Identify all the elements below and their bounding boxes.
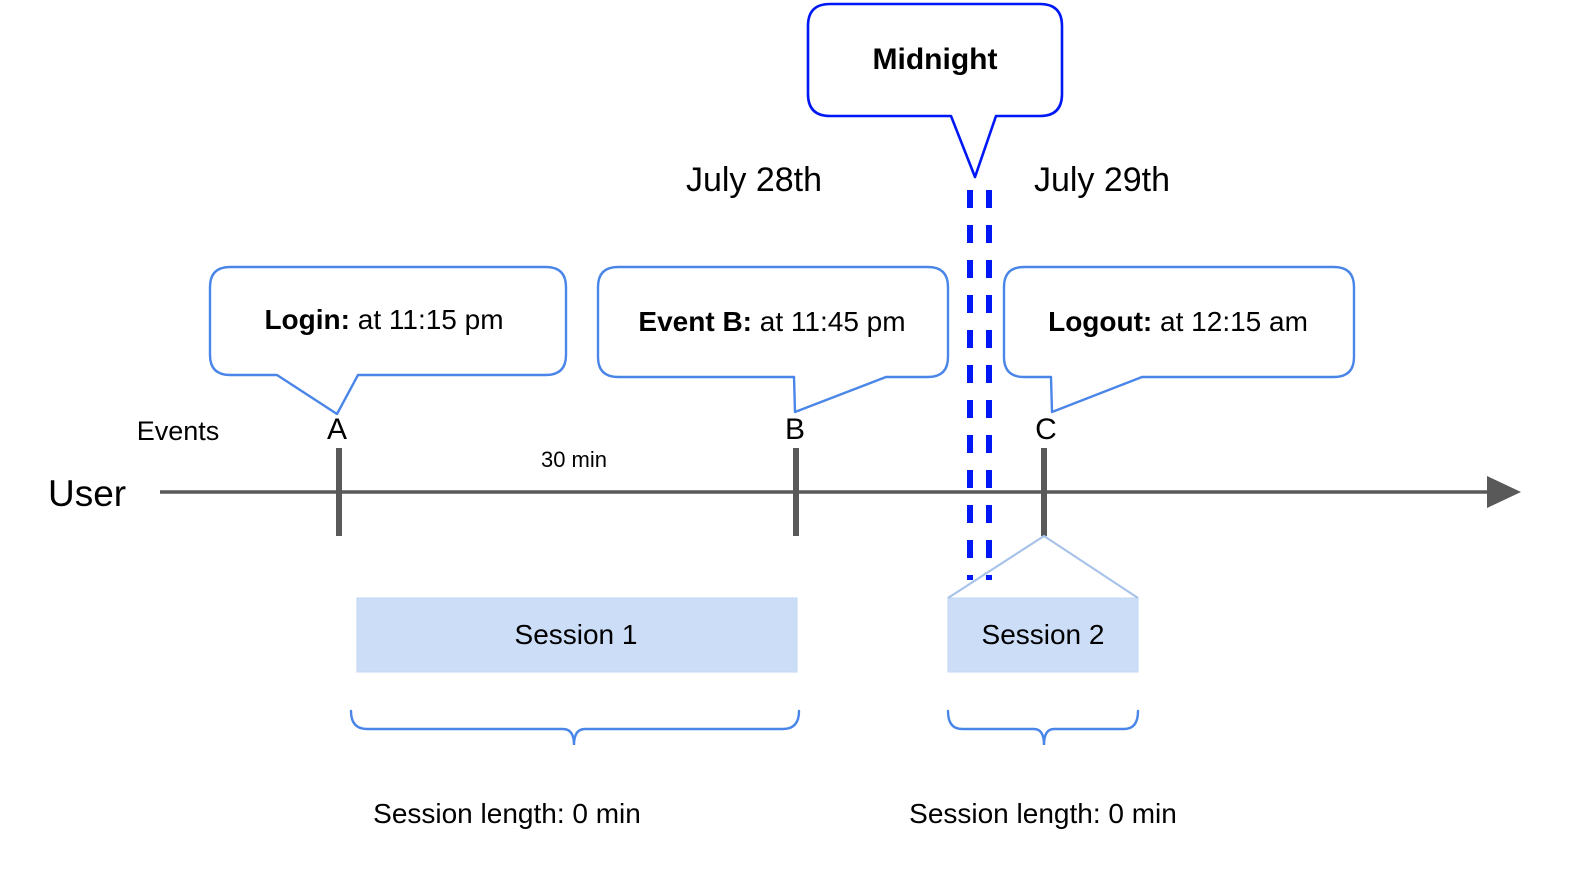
eventb-callout-rest: at 11:45 pm: [752, 306, 906, 337]
login-callout-shape: [208, 265, 568, 416]
logout-callout-bold: Logout:: [1048, 306, 1153, 337]
event-marker-c: C: [1035, 413, 1057, 446]
events-row-label: Events: [136, 416, 220, 446]
session-2-length-label: Session length: 0 min: [909, 798, 1177, 829]
login-callout-text: Login: at 11:15 pm: [264, 306, 503, 334]
eventb-callout-text: Event B: at 11:45 pm: [638, 308, 905, 336]
event-marker-a: A: [326, 413, 348, 446]
login-callout-bold: Login:: [264, 304, 350, 335]
login-callout-rest: at 11:15 pm: [349, 304, 504, 335]
logout-callout-rest: at 12:15 am: [1152, 306, 1308, 337]
date-label-july-28: July 28th: [685, 161, 823, 199]
logout-callout-shape: [1002, 265, 1356, 414]
logout-callout-text: Logout: at 12:15 am: [1048, 308, 1308, 336]
midnight-dashed-lines: [967, 190, 992, 580]
session-1-length-label: Session length: 0 min: [373, 798, 641, 829]
eventb-callout-bold: Event B:: [638, 306, 752, 337]
event-marker-b: B: [784, 413, 806, 446]
session-1-brace: [349, 709, 801, 746]
midnight-callout-shape: [806, 2, 1064, 179]
session-2-label: Session 2: [981, 619, 1105, 650]
eventb-callout-shape: [596, 265, 950, 414]
user-row-label: User: [48, 473, 127, 514]
date-label-july-29: July 29th: [1033, 161, 1171, 199]
interval-label-30-min: 30 min: [540, 447, 608, 472]
session-2-box: [947, 534, 1139, 673]
session-1-box: [356, 597, 798, 673]
session-1-label: Session 1: [514, 619, 638, 650]
timeline-axis: [160, 476, 1521, 508]
midnight-label: Midnight: [872, 43, 998, 76]
session-2-brace: [946, 709, 1140, 746]
